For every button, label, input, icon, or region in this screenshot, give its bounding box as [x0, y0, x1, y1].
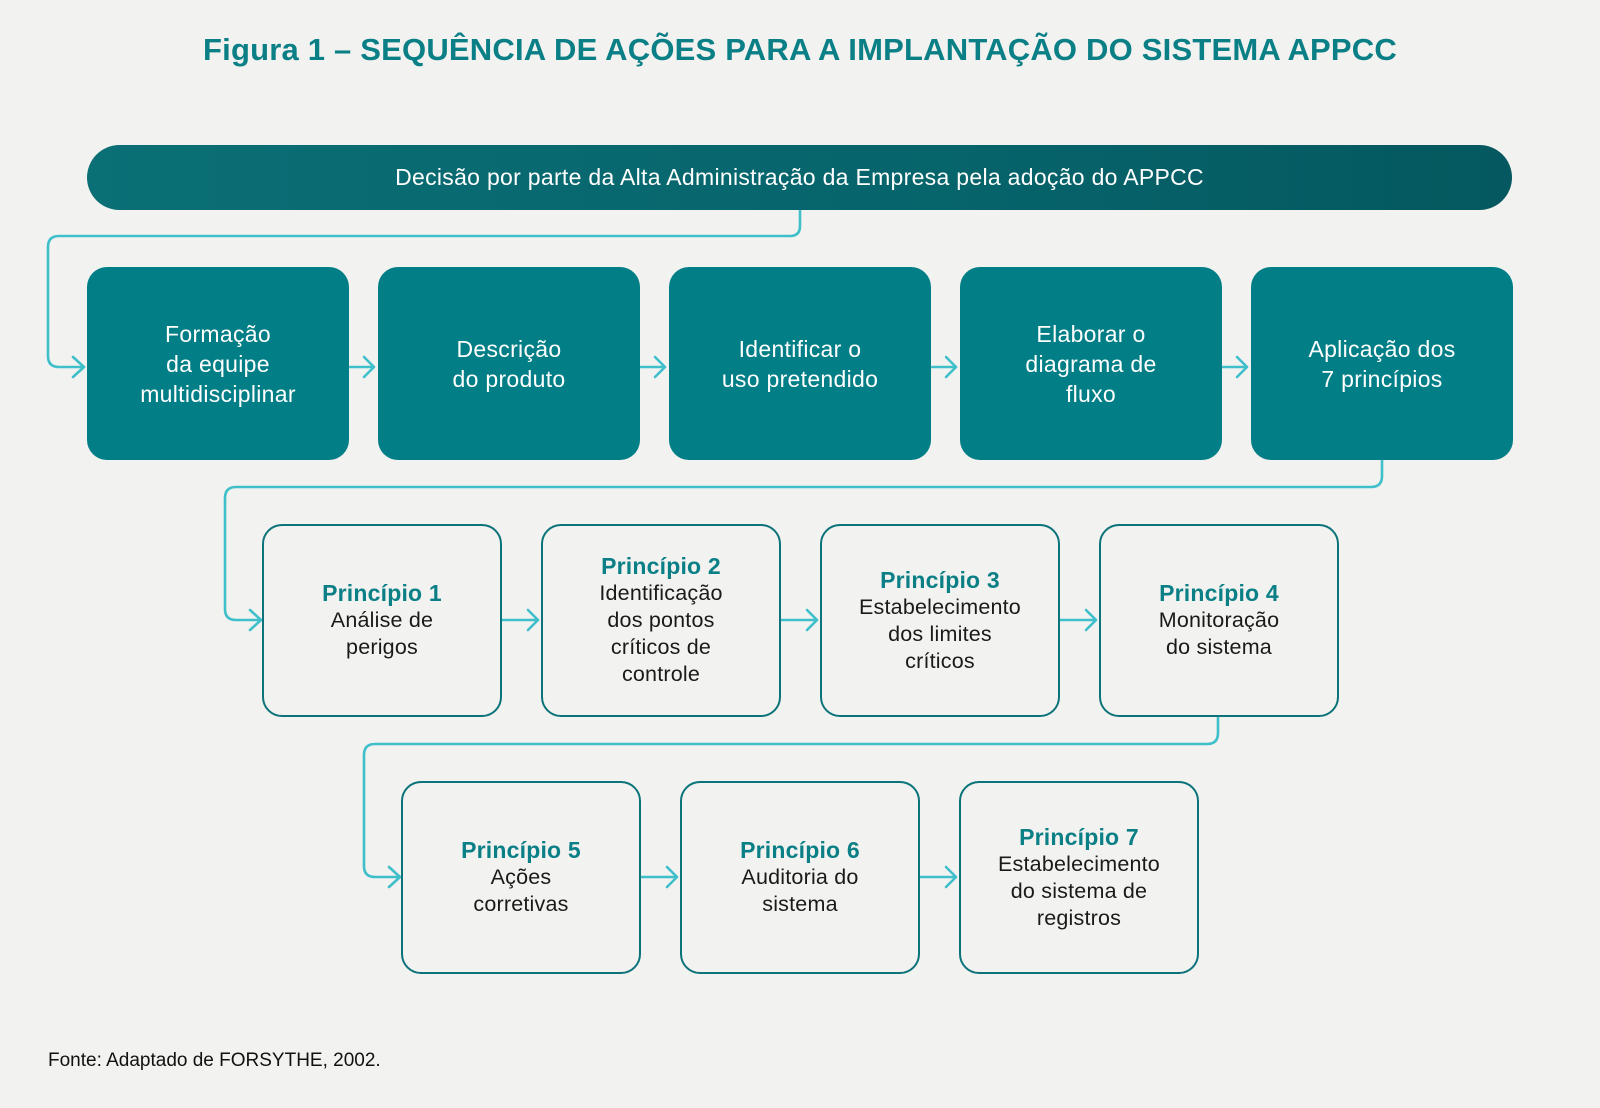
arrowhead-step1	[71, 355, 86, 379]
principle-2-text: Identificação dos pontos críticos de con…	[599, 581, 723, 686]
principle-6-title: Princípio 6	[740, 837, 860, 863]
step-aplicacao-principios: Aplicação dos 7 princípios	[1251, 267, 1513, 460]
principle-5-box: Princípio 5 Ações corretivas	[401, 781, 641, 974]
connector-p2-p3	[779, 608, 819, 632]
principle-1-text: Análise de perigos	[330, 608, 434, 659]
step-identificar-uso: Identificar o uso pretendido	[669, 267, 931, 460]
arrowhead-principle5	[387, 865, 402, 889]
principle-2-title: Princípio 2	[601, 553, 721, 579]
connector-p6-p7	[918, 865, 958, 889]
connector-p1-p2	[500, 608, 540, 632]
principle-7-box: Princípio 7 Estabelecimento do sistema d…	[959, 781, 1199, 974]
source-note: Fonte: Adaptado de FORSYTHE, 2002.	[48, 1050, 381, 1071]
principle-6-text: Auditoria do sistema	[741, 865, 859, 916]
principle-5-title: Princípio 5	[461, 837, 581, 863]
principle-4-text: Monitoração do sistema	[1158, 608, 1280, 659]
step-descricao-produto: Descrição do produto	[378, 267, 640, 460]
connector-step1-step2	[348, 355, 376, 379]
principle-4-title: Princípio 4	[1159, 580, 1279, 606]
step-formacao-equipe: Formação da equipe multidisciplinar	[87, 267, 349, 460]
connector-step3-step4	[930, 355, 958, 379]
figure-title: Figura 1 – SEQUÊNCIA DE AÇÕES PARA A IMP…	[203, 32, 1397, 67]
principle-3-box: Princípio 3 Estabelecimento dos limites …	[820, 524, 1060, 717]
principle-4-box: Princípio 4 Monitoração do sistema	[1099, 524, 1339, 717]
decision-text: Decisão por parte da Alta Administração …	[395, 164, 1204, 190]
connector-p3-p4	[1058, 608, 1098, 632]
principle-3-text: Estabelecimento dos limites críticos	[859, 594, 1021, 673]
step-elaborar-diagrama: Elaborar o diagrama de fluxo	[960, 267, 1222, 460]
connector-step2-step3	[639, 355, 667, 379]
arrowhead-principle1	[248, 608, 263, 632]
principle-3-title: Princípio 3	[880, 566, 1000, 593]
principle-5-text: Ações corretivas	[473, 865, 569, 916]
decision-bar: Decisão por parte da Alta Administração …	[87, 145, 1512, 210]
connector-p5-p6	[639, 865, 679, 889]
connector-step4-step5	[1221, 355, 1249, 379]
principle-7-text: Estabelecimento do sistema de registros	[998, 851, 1160, 930]
principle-7-title: Princípio 7	[1019, 823, 1139, 850]
principle-1-title: Princípio 1	[322, 580, 442, 606]
principle-6-box: Princípio 6 Auditoria do sistema	[680, 781, 920, 974]
principle-1-box: Princípio 1 Análise de perigos	[262, 524, 502, 717]
principle-2-box: Princípio 2 Identificação dos pontos crí…	[541, 524, 781, 717]
